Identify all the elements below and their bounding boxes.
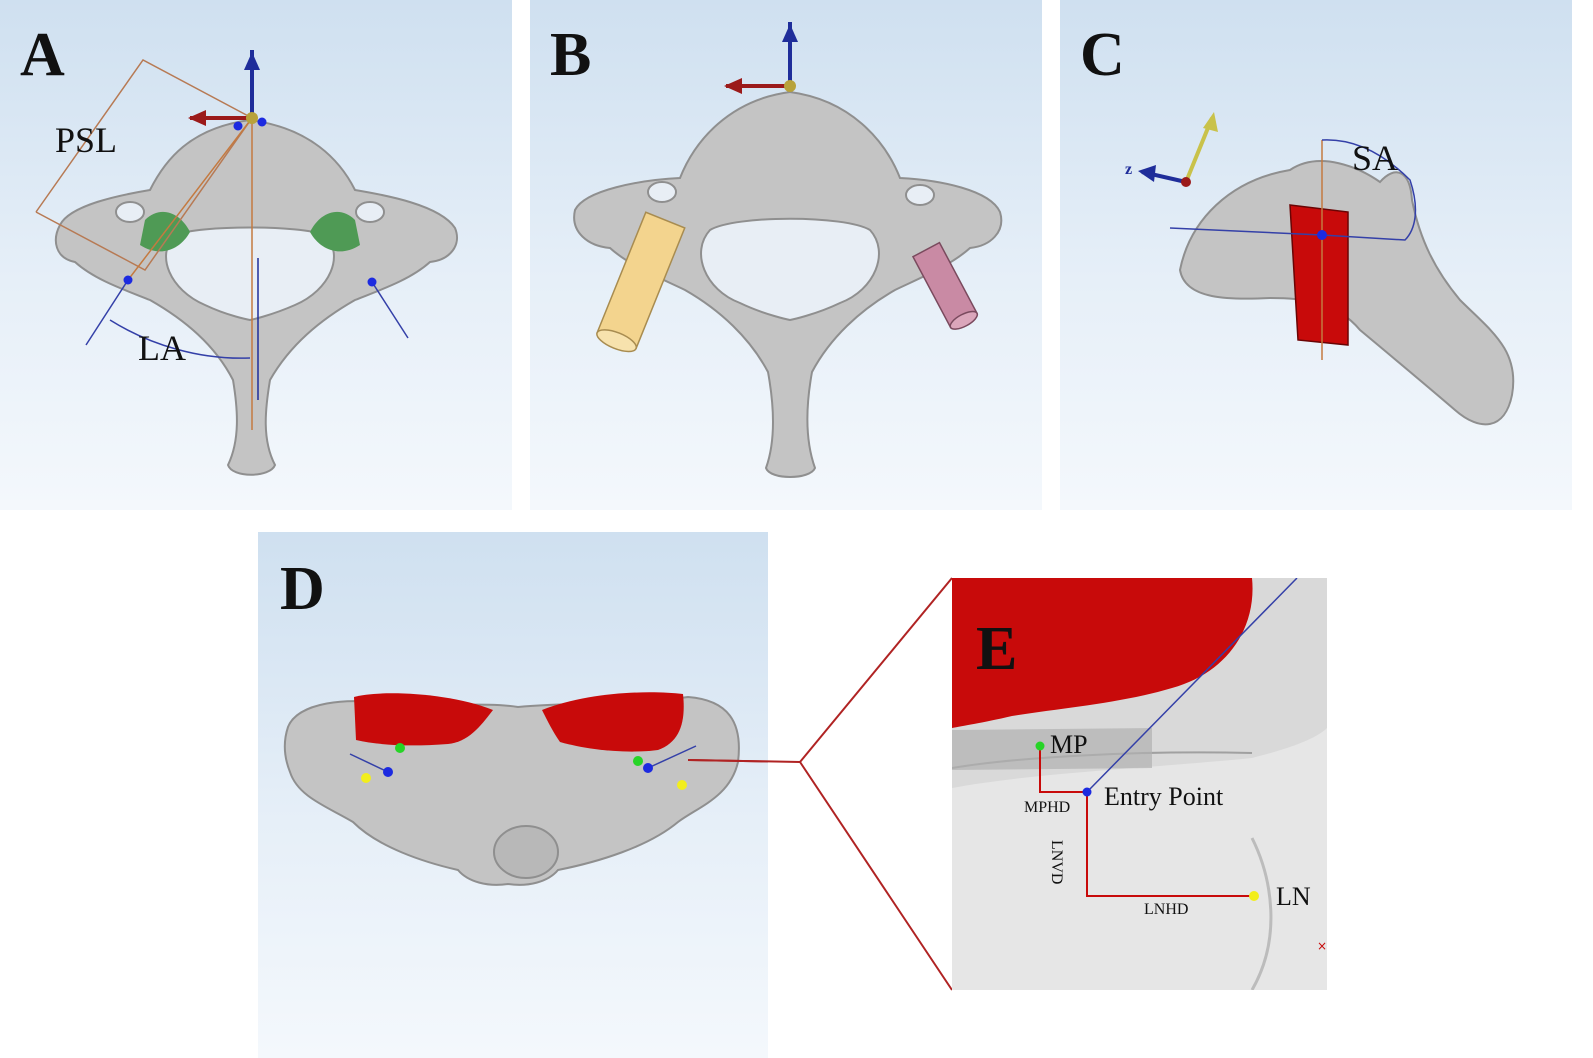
label-z-axis: z xyxy=(1125,161,1133,178)
foramen-right xyxy=(905,184,935,206)
point-origin xyxy=(784,80,796,92)
panel-b: B xyxy=(530,0,1042,510)
label-lnvd: LNVD xyxy=(1048,840,1065,885)
red-facet-right xyxy=(542,692,684,752)
label-mphd: MPHD xyxy=(1024,799,1071,816)
point-blue-1 xyxy=(233,121,243,131)
panel-c-letter: C xyxy=(1080,21,1125,89)
mphd-line xyxy=(1039,746,1087,793)
foramen-left xyxy=(647,181,677,203)
point-green-right xyxy=(633,756,643,766)
spinal-canal xyxy=(700,217,880,322)
panel-b-letter: B xyxy=(550,21,592,89)
axis-z-arrow xyxy=(1138,165,1156,182)
panel-b-illustration xyxy=(573,22,1003,478)
panel-e-letter: E xyxy=(976,615,1018,683)
la-line-left xyxy=(85,279,129,346)
foramen-right xyxy=(355,201,385,223)
panel-a-letter: A xyxy=(20,21,65,89)
screw-right xyxy=(911,241,979,330)
panel-e-illustration: × xyxy=(952,578,1327,990)
panel-c: C SA z xyxy=(1060,0,1572,510)
point-origin xyxy=(1181,177,1191,187)
axis-horizontal-arrow xyxy=(188,110,206,126)
label-ln: LN xyxy=(1276,882,1311,911)
point-green-left xyxy=(395,743,405,753)
spinous-process xyxy=(493,825,559,879)
bone-shadow xyxy=(952,728,1327,990)
connector-upper xyxy=(799,577,953,763)
point-entry xyxy=(1082,787,1092,797)
point-blue-2 xyxy=(257,117,267,127)
sa-arc xyxy=(1321,139,1417,241)
trajectory-line xyxy=(1086,578,1298,793)
point-blue-left xyxy=(123,275,133,285)
axis-vertical-arrow xyxy=(244,52,260,70)
label-sa: SA xyxy=(1352,138,1399,178)
panel-d-illustration xyxy=(283,692,768,886)
panel-d-letter: D xyxy=(280,555,325,623)
red-facet xyxy=(952,578,1253,728)
ridge-band xyxy=(952,728,1152,770)
lnvd-lnhd-line xyxy=(1086,792,1254,897)
point-yellow-left xyxy=(361,773,371,783)
red-facet-left xyxy=(354,693,493,746)
point-blue-right xyxy=(643,763,653,773)
axis-horizontal-arrow xyxy=(724,78,742,94)
point-origin xyxy=(246,112,258,124)
point-ln xyxy=(1249,891,1259,901)
bone-fold xyxy=(1250,837,1273,990)
red-plane xyxy=(1289,204,1349,346)
point-blue-right xyxy=(367,277,377,287)
spinal-canal xyxy=(165,226,335,322)
label-lnhd: LNHD xyxy=(1144,901,1189,918)
screw-left xyxy=(596,211,686,353)
panel-d: D xyxy=(258,532,768,1058)
facet-right xyxy=(310,211,360,252)
label-entry-point: Entry Point xyxy=(1104,782,1224,811)
panel-e: × E MP Entry Point MPHD LNVD LNHD LN xyxy=(952,578,1327,990)
point-blue-left xyxy=(383,767,393,777)
panel-c-illustration xyxy=(1138,112,1515,426)
label-mp: MP xyxy=(1050,730,1088,759)
point-mp xyxy=(1035,741,1045,751)
label-psl: PSL xyxy=(55,120,118,160)
panel-a: A PSL LA xyxy=(0,0,512,510)
axis-vertical-arrow xyxy=(782,24,798,42)
point-blue xyxy=(1317,230,1327,240)
trajectory-right xyxy=(647,745,697,769)
foramen-left xyxy=(115,201,145,223)
trajectory-left xyxy=(349,753,389,773)
la-line-right xyxy=(371,281,409,339)
axis-y-arrow xyxy=(1203,112,1218,132)
point-yellow-right xyxy=(677,780,687,790)
label-la: LA xyxy=(138,328,186,368)
ref-line-orange xyxy=(127,117,253,281)
la-arc xyxy=(109,319,251,359)
panel-a-illustration xyxy=(35,50,458,476)
sa-line-horizontal xyxy=(1169,227,1323,236)
connector-main xyxy=(689,759,801,763)
marker-x: × xyxy=(1317,939,1327,953)
connector-lower xyxy=(799,761,953,991)
